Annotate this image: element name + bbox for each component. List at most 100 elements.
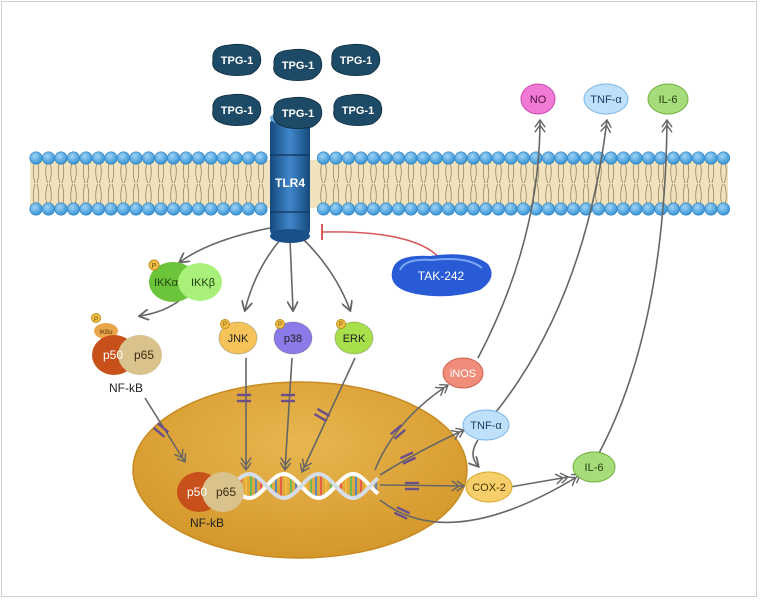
lipid-tail xyxy=(657,163,665,204)
mapk-phospho-label: P xyxy=(339,322,343,328)
lipid-tail xyxy=(707,163,715,204)
arrow-tlr4-p38 xyxy=(290,239,293,310)
lipid-head-top xyxy=(554,151,568,165)
lipid-head-bottom xyxy=(154,202,168,216)
pore-mark xyxy=(389,424,407,440)
lipid-tail xyxy=(670,163,677,204)
ligand-label: TPG-1 xyxy=(221,105,253,117)
ligand-label: TPG-1 xyxy=(282,60,314,72)
tak242-highlight xyxy=(399,258,483,271)
lipid-head-top xyxy=(629,151,643,165)
arrow-ikk-nfkb xyxy=(140,299,181,316)
lipid-head-top xyxy=(616,151,630,165)
lipid-head-top xyxy=(79,151,93,165)
nfkb-nucleus: p50 p65 NF-kB xyxy=(177,472,244,530)
lipid-head-top xyxy=(67,151,81,165)
arrow-tlr4-ikk xyxy=(180,227,271,262)
tlr4-bottom xyxy=(270,229,310,243)
lipid-head-bottom xyxy=(491,202,505,216)
lipid-head-top xyxy=(416,151,430,165)
lipid-head-bottom xyxy=(654,202,668,216)
lipid-head-bottom xyxy=(117,202,131,216)
ligand-tpg1: TPG-1 xyxy=(333,93,383,126)
lipid-head-bottom xyxy=(504,202,518,216)
lipid-tail xyxy=(232,163,240,204)
mapk-phospho-label: P xyxy=(223,322,227,328)
arrow-tnf-cox2 xyxy=(473,439,478,466)
dna-strand-2 xyxy=(230,471,380,501)
inos-blob xyxy=(442,357,484,389)
lipid-head-bottom xyxy=(566,202,580,216)
lipid-tail xyxy=(32,163,40,204)
arrow-dna-tnf xyxy=(379,430,464,476)
tnf-out-blob xyxy=(583,83,629,115)
lipid-tail xyxy=(357,163,365,204)
ligand-tpg1: TPG-1 xyxy=(212,93,262,126)
lipid-head-bottom xyxy=(354,202,368,216)
lipid-tail xyxy=(470,163,477,204)
tak242-label: TAK-242 xyxy=(418,269,465,283)
il6-node: IL-6 xyxy=(572,451,616,483)
pore-bar xyxy=(393,511,408,520)
lipid-head-bottom xyxy=(366,202,380,216)
tnf-label: TNF-α xyxy=(470,420,502,432)
lipid-tail xyxy=(170,163,177,204)
lipid-tail xyxy=(395,163,402,204)
lipid-tail xyxy=(382,163,390,204)
il6-out-blob xyxy=(647,83,689,115)
lipid-head-bottom xyxy=(104,202,118,216)
lipid-tail xyxy=(445,163,452,204)
pore-bar xyxy=(402,456,417,465)
lipid-head-bottom xyxy=(391,202,405,216)
lipid-head-bottom xyxy=(79,202,93,216)
lipid-head-top xyxy=(666,151,680,165)
lipid-tail xyxy=(220,163,227,204)
lipid-head-bottom xyxy=(316,202,330,216)
no-out-label: NO xyxy=(530,94,547,106)
no-out-node: NO xyxy=(520,83,556,115)
p65-blob xyxy=(118,335,162,375)
lipid-head-top xyxy=(316,151,330,165)
lipid-head-bottom xyxy=(641,202,655,216)
lipid-tail xyxy=(120,163,127,204)
lipid-head-bottom xyxy=(229,202,243,216)
lipid-head-bottom xyxy=(704,202,718,216)
mapk-phospho-dot xyxy=(336,319,346,329)
lipid-head-bottom xyxy=(329,202,343,216)
mapk-phospho-dot xyxy=(275,319,285,329)
lipid-head-top xyxy=(454,151,468,165)
lipid-head-bottom xyxy=(379,202,393,216)
ligand-tpg1: TPG-1 xyxy=(331,43,381,76)
lipid-tail xyxy=(682,163,690,204)
arrow-tlr4-jnk xyxy=(245,239,281,310)
no-out-blob xyxy=(520,83,556,115)
lipid-head-bottom xyxy=(516,202,530,216)
pore-bar xyxy=(396,506,411,515)
cox2-blob xyxy=(465,471,513,503)
ligand-label: TPG-1 xyxy=(342,105,374,117)
lipid-head-top xyxy=(529,151,543,165)
ikk-phospho-dot xyxy=(148,259,160,271)
mapk-label: ERK xyxy=(343,333,366,345)
ligand-label: TPG-1 xyxy=(221,55,253,67)
pore-bar xyxy=(399,451,414,460)
lipid-tail xyxy=(107,163,115,204)
pore-mark xyxy=(313,407,331,423)
lipid-head-top xyxy=(604,151,618,165)
pore-bar xyxy=(389,424,403,436)
lipid-head-top xyxy=(516,151,530,165)
cox2-node: COX-2 xyxy=(465,471,513,503)
lipid-head-top xyxy=(179,151,193,165)
lipid-head-bottom xyxy=(341,202,355,216)
lipid-tail xyxy=(457,163,465,204)
lipid-head-bottom xyxy=(591,202,605,216)
lipid-tail xyxy=(320,163,327,204)
pore-mark xyxy=(399,451,417,465)
lipid-head-bottom xyxy=(242,202,256,216)
lipid-head-top xyxy=(129,151,143,165)
lipid-tail xyxy=(595,163,602,204)
lipid-head-top xyxy=(441,151,455,165)
tlr4-label: TLR4 xyxy=(275,176,305,190)
